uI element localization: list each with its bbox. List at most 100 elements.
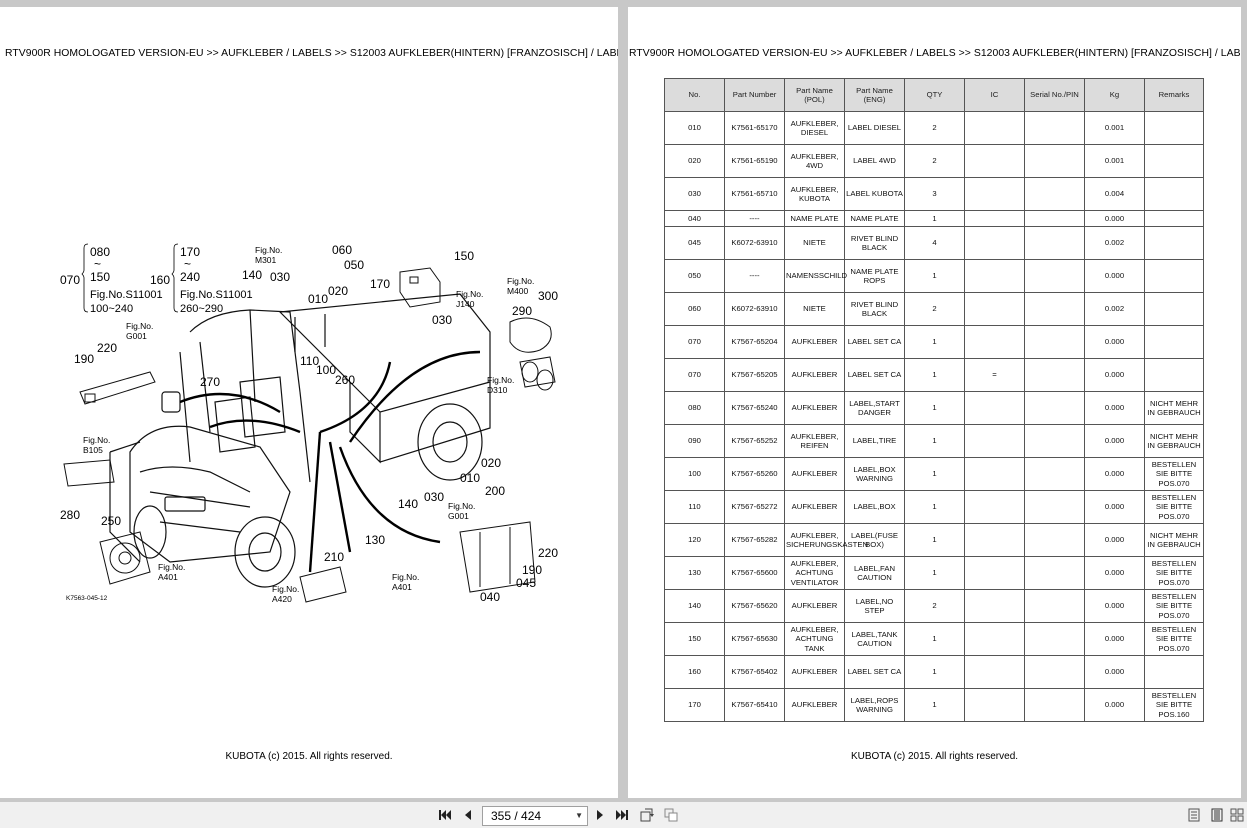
cell-part-name-eng: NAME PLATE <box>844 210 905 227</box>
cell-remarks: BESTELLEN SIE BITTE POS.160 <box>1144 688 1204 722</box>
svg-text:270: 270 <box>200 375 220 389</box>
single-page-view-icon[interactable] <box>1187 808 1201 822</box>
svg-text:210: 210 <box>324 550 344 564</box>
cell-kg: 0.000 <box>1084 622 1145 656</box>
svg-text:260~290: 260~290 <box>180 303 223 315</box>
reference-bracket-a: 070 080 ~ 150 Fig.No.S11001 100~240 <box>60 243 163 315</box>
cell-part-name-pol: AUFKLEBER, 4WD <box>784 144 845 178</box>
svg-text:250: 250 <box>101 514 121 528</box>
cell-part-number: K7561-65190 <box>724 144 785 178</box>
page-number-select[interactable]: 355 / 424 ▼ <box>482 806 588 826</box>
cell-ic <box>964 622 1025 656</box>
cell-serial-pin <box>1024 391 1085 425</box>
cell-no: 140 <box>664 589 725 623</box>
svg-text:020: 020 <box>328 284 348 298</box>
cell-kg: 0.004 <box>1084 177 1145 211</box>
cell-part-name-pol: AUFKLEBER <box>784 490 845 524</box>
svg-text:300: 300 <box>538 289 558 303</box>
cell-ic <box>964 144 1025 178</box>
header-part-name-pol: Part Name (POL) <box>784 78 845 112</box>
cell-serial-pin <box>1024 622 1085 656</box>
chevron-down-icon: ▼ <box>575 811 583 820</box>
svg-text:110: 110 <box>300 354 319 368</box>
cell-part-number: K7567-65600 <box>724 556 785 590</box>
cell-remarks <box>1144 111 1204 145</box>
cell-qty: 2 <box>904 589 965 623</box>
cell-ic <box>964 655 1025 689</box>
previous-page-icon[interactable] <box>461 808 475 822</box>
cell-part-name-pol: NIETE <box>784 226 845 260</box>
cell-qty: 1 <box>904 688 965 722</box>
cell-ic <box>964 177 1025 211</box>
svg-text:Fig.No.: Fig.No. <box>158 562 185 572</box>
cell-part-name-eng: RIVET BLIND BLACK <box>844 292 905 326</box>
cell-part-name-eng: RIVET BLIND BLACK <box>844 226 905 260</box>
cell-no: 100 <box>664 457 725 491</box>
rear-frame-detail <box>459 521 536 593</box>
grid-view-icon[interactable] <box>1230 808 1244 822</box>
svg-text:B105: B105 <box>83 445 103 455</box>
cell-part-name-eng: LABEL SET CA <box>844 655 905 689</box>
next-page-icon[interactable] <box>593 808 607 822</box>
cell-part-number: K7567-65204 <box>724 325 785 359</box>
cell-kg: 0.001 <box>1084 111 1145 145</box>
page-header: RTV900R HOMOLOGATED VERSION-EU >> AUFKLE… <box>5 48 618 59</box>
copyright: KUBOTA (c) 2015. All rights reserved. <box>225 751 393 762</box>
first-page-icon[interactable] <box>438 808 452 822</box>
header-serial-pin: Serial No./PIN <box>1024 78 1085 112</box>
cell-kg: 0.000 <box>1084 259 1145 293</box>
cell-kg: 0.000 <box>1084 325 1145 359</box>
cell-part-number: K6072-63910 <box>724 226 785 260</box>
header-kg: Kg <box>1084 78 1145 112</box>
cell-no: 070 <box>664 358 725 392</box>
cell-ic <box>964 111 1025 145</box>
cell-part-name-eng: LABEL,NO STEP <box>844 589 905 623</box>
svg-text:Fig.No.S11001: Fig.No.S11001 <box>90 289 163 301</box>
cell-qty: 1 <box>904 556 965 590</box>
cell-qty: 2 <box>904 111 965 145</box>
compare-icon[interactable] <box>664 808 678 822</box>
cell-qty: 4 <box>904 226 965 260</box>
cell-qty: 2 <box>904 292 965 326</box>
cell-kg: 0.000 <box>1084 688 1145 722</box>
rotate-icon[interactable] <box>640 808 654 822</box>
cell-part-name-eng: LABEL,FAN CAUTION <box>844 556 905 590</box>
cell-remarks: NICHT MEHR IN GEBRAUCH <box>1144 391 1204 425</box>
two-page-view-icon[interactable] <box>1210 808 1224 822</box>
cell-part-name-eng: LABEL SET CA <box>844 325 905 359</box>
cell-no: 090 <box>664 424 725 458</box>
cell-part-name-eng: LABEL SET CA <box>844 358 905 392</box>
cell-remarks: BESTELLEN SIE BITTE POS.070 <box>1144 490 1204 524</box>
last-page-icon[interactable] <box>615 808 629 822</box>
cell-no: 170 <box>664 688 725 722</box>
cell-part-number: ---- <box>724 259 785 293</box>
cell-ic <box>964 259 1025 293</box>
svg-text:140: 140 <box>398 497 418 511</box>
cell-ic: = <box>964 358 1025 392</box>
svg-text:Fig.No.: Fig.No. <box>255 245 282 255</box>
reference-bracket-b: 160 170 ~ 240 Fig.No.S11001 260~290 <box>150 243 253 315</box>
svg-text:100~240: 100~240 <box>90 303 133 315</box>
header-remarks: Remarks <box>1144 78 1204 112</box>
cell-part-name-pol: AUFKLEBER, ACHTUNG VENTILATOR <box>784 556 845 590</box>
cell-part-name-pol: AUFKLEBER <box>784 358 845 392</box>
cell-no: 045 <box>664 226 725 260</box>
cell-remarks: BESTELLEN SIE BITTE POS.070 <box>1144 589 1204 623</box>
svg-text:290: 290 <box>512 304 532 318</box>
cell-part-number: K7567-65630 <box>724 622 785 656</box>
svg-text:~: ~ <box>94 257 101 271</box>
cell-ic <box>964 226 1025 260</box>
cell-serial-pin <box>1024 210 1085 227</box>
cell-part-name-eng: LABEL(FUSE BOX) <box>844 523 905 557</box>
cell-serial-pin <box>1024 655 1085 689</box>
cell-qty: 2 <box>904 144 965 178</box>
